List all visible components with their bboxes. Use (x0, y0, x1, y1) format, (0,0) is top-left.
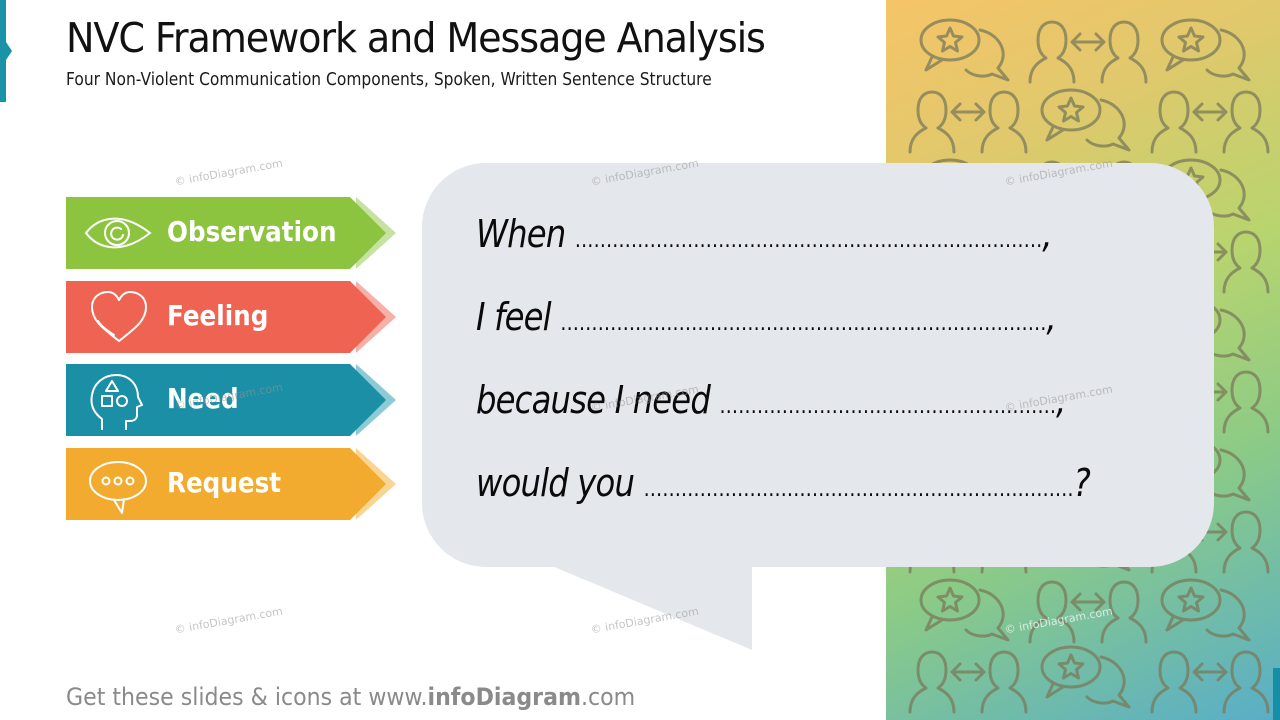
component-request: Request (66, 448, 396, 520)
sentence-end: , (1046, 295, 1056, 339)
footer-brand: infoDiagram (427, 683, 581, 711)
page-title: NVC Framework and Message Analysis (66, 14, 766, 62)
component-label: Need (167, 382, 239, 415)
component-observation: Observation (66, 197, 396, 269)
component-label: Feeling (167, 299, 269, 332)
eye-icon (84, 217, 152, 249)
sentence-lead: I feel (476, 295, 552, 339)
page-subtitle: Four Non-Violent Communication Component… (66, 69, 712, 90)
corner-accent-bar (1273, 668, 1280, 720)
component-label: Observation (167, 215, 337, 248)
speech-bubble-dots-icon (89, 461, 147, 514)
footer-suffix: .com (580, 683, 636, 711)
sentence-blank: ……………………………………………… (719, 394, 1057, 419)
footer-link[interactable]: Get these slides & icons at www.infoDiag… (66, 683, 635, 711)
sentence-line-when: When …………………………………………………………………, (476, 212, 1053, 256)
sentence-end: , (1042, 212, 1052, 256)
sentence-blank: …………………………………………………………………… (560, 311, 1047, 336)
sentence-line-request: would you ……………………………………………………………? (476, 461, 1091, 505)
accent-notch (6, 42, 12, 60)
footer-prefix: Get these slides & icons at www. (66, 683, 428, 711)
sentence-lead: because I need (476, 378, 711, 422)
sentence-end: , (1056, 378, 1066, 422)
heart-icon (91, 291, 147, 342)
component-label: Request (167, 466, 282, 499)
sentence-lead: would you (476, 461, 635, 505)
sentence-line-feel: I feel ……………………………………………………………………, (476, 295, 1057, 339)
accent-bar (0, 0, 6, 102)
sentence-blank: ………………………………………………………………… (574, 228, 1043, 253)
speech-bubble (422, 163, 1214, 567)
sentence-lead: When (476, 212, 566, 256)
sentence-line-need: because I need ………………………………………………, (476, 378, 1066, 422)
component-need: Need (66, 364, 396, 436)
component-feeling: Feeling (66, 281, 396, 353)
head-shapes-icon (90, 374, 143, 430)
sentence-end: ? (1073, 461, 1091, 505)
sentence-blank: …………………………………………………………… (643, 477, 1074, 502)
